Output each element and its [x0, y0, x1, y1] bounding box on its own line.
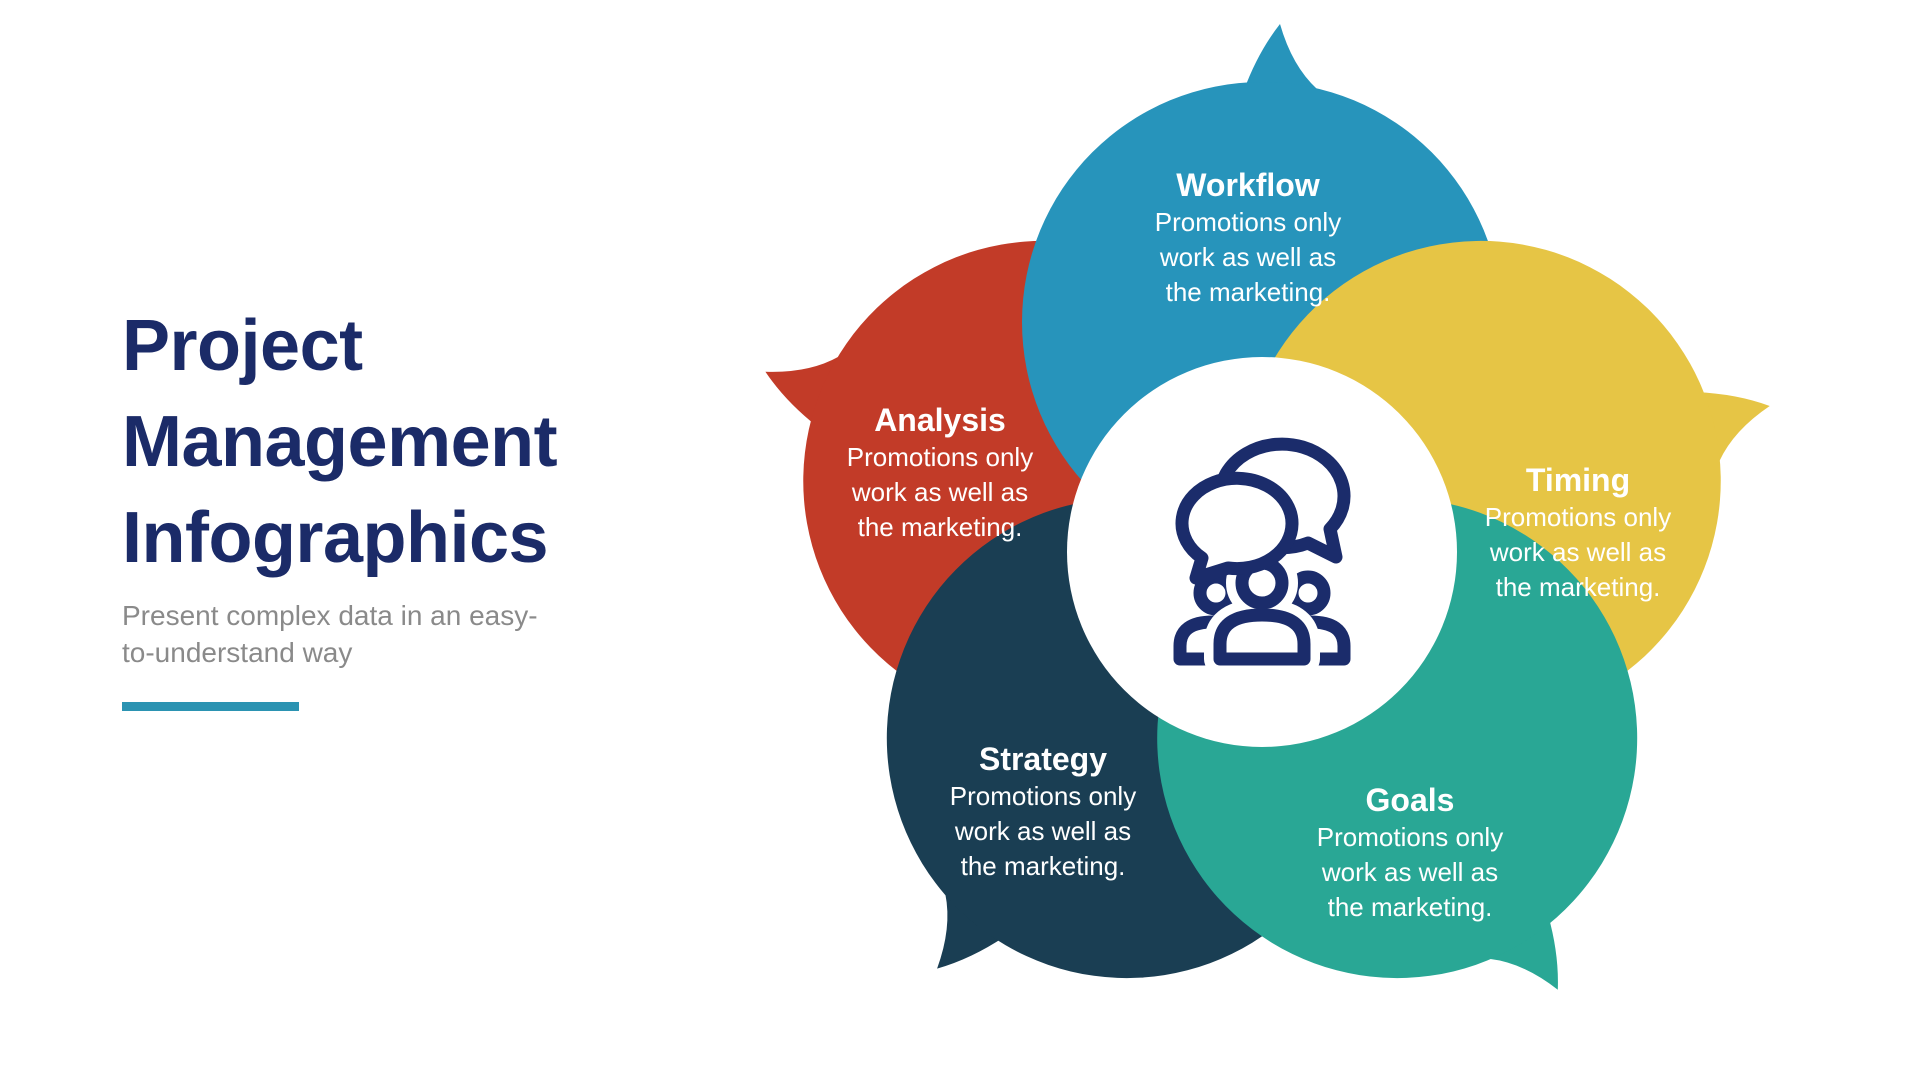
subtitle-line-1: Present complex data in an easy-	[122, 600, 538, 631]
petal-goals-tip	[1489, 915, 1558, 990]
petal-analysis-text: Analysis Promotions only work as well as…	[770, 400, 1110, 545]
petal-timing-label: Timing	[1525, 462, 1631, 498]
person-center-shoulders-icon	[1213, 608, 1311, 666]
title-line-2: Management	[122, 402, 558, 482]
petal-goals-text: Goals Promotions only work as well as th…	[1240, 780, 1580, 925]
title-line-1: Project	[122, 306, 363, 386]
title-underline	[122, 702, 299, 711]
petal-timing-text: Timing Promotions only work as well as t…	[1408, 460, 1748, 605]
petal-workflow-text: Workflow Promotions only work as well as…	[1078, 165, 1418, 310]
petal-diagram	[765, 24, 1770, 990]
petal-strategy-label: Strategy	[978, 741, 1108, 777]
petal-workflow-tip	[1244, 24, 1317, 90]
petal-goals-label: Goals	[1365, 782, 1455, 818]
petal-analysis-label: Analysis	[874, 402, 1006, 438]
page-title: Project Management Infographics	[122, 298, 642, 586]
title-line-3: Infographics	[122, 498, 549, 578]
petal-workflow-label: Workflow	[1176, 167, 1320, 203]
people-conversation-icon	[1173, 437, 1351, 675]
speech-bubble-small-icon	[1175, 471, 1299, 585]
subtitle-line-2: to-understand way	[122, 637, 353, 668]
page-subtitle: Present complex data in an easy- to-unde…	[122, 597, 538, 671]
petal-strategy-tip	[937, 894, 1006, 969]
petal-strategy-text: Strategy Promotions only work as well as…	[873, 739, 1213, 884]
